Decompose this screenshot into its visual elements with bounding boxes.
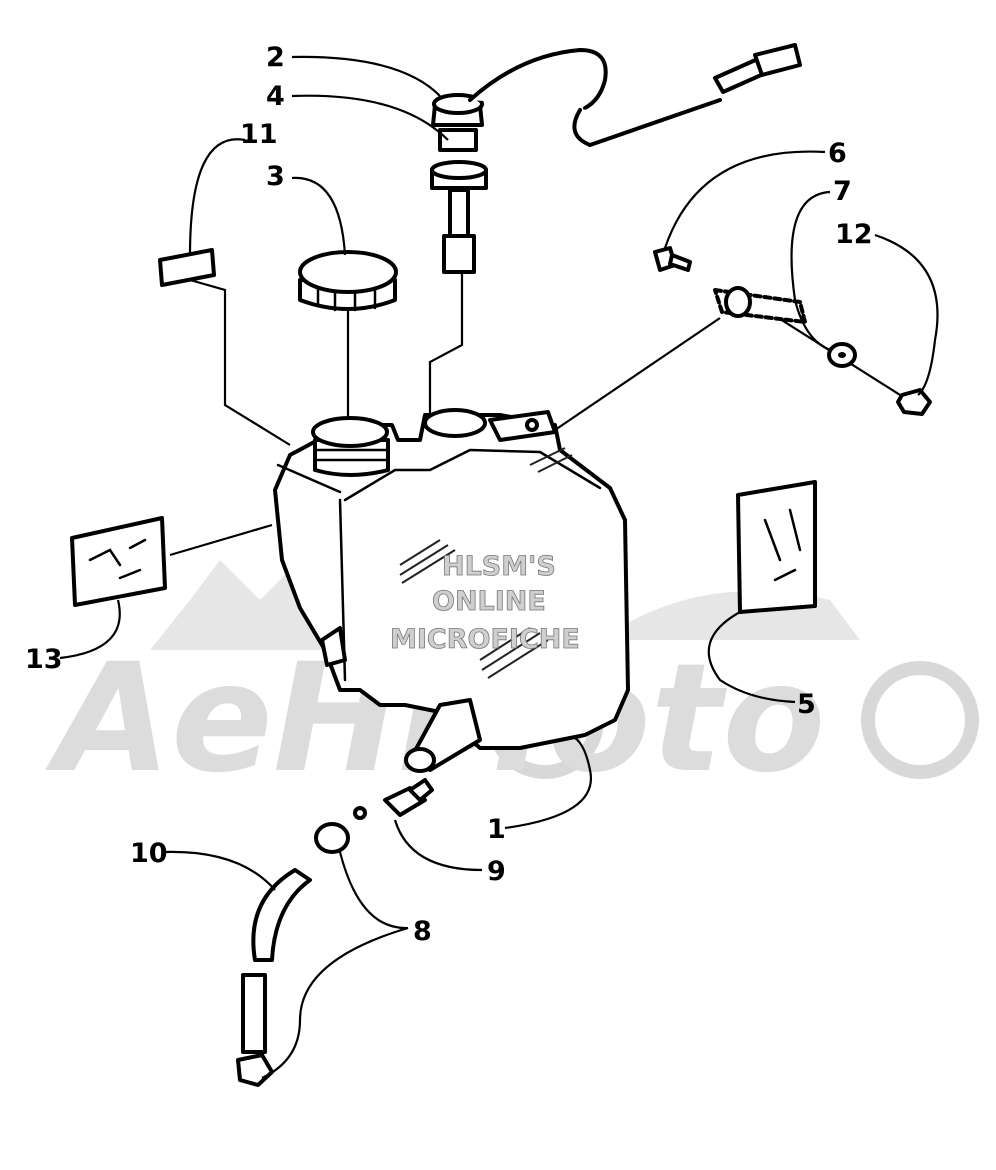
bolt-shank [668,253,692,272]
hose-10 [251,868,312,962]
cap-top [298,250,398,294]
outlet-opening [404,747,436,773]
clamp-lower [236,1053,274,1087]
decal-13-lines [88,538,147,580]
leader-5 [707,611,796,704]
callout-2: 2 [266,42,285,73]
tank-tab [320,626,347,667]
callout-6: 6 [828,138,847,169]
callout-7: 7 [833,176,852,207]
watermark-wheel [861,661,979,779]
leader-7 [790,190,831,352]
tank-top-edge [343,448,602,502]
callout-5: 5 [797,689,816,720]
leader-10 [164,850,276,891]
level-sensor [430,43,802,274]
callout-13: 13 [25,644,63,675]
watermark-castle [150,560,330,650]
filler-opening [311,416,389,448]
leader-12 [874,233,939,396]
leader-11 [188,138,246,256]
leader-6 [663,150,826,249]
fitting-tip [353,806,367,820]
wire-connector [753,43,802,77]
callout-labels: 2 4 11 3 6 7 12 5 13 1 9 10 8 [25,42,873,947]
callout-4: 4 [266,81,285,112]
callout-leaders [59,55,939,1079]
decal-5-lines [763,508,802,582]
tank-bracket [488,410,557,442]
sensor-port [423,408,487,438]
watermark-line-1: HLSM'S [442,551,556,582]
sensor-leader [428,272,464,415]
filler-cap [298,250,398,312]
filler-neck [313,438,390,477]
sensor-stem [448,188,470,238]
label-11-decal [158,248,216,287]
clamp-upper [314,822,350,854]
tank-hatching [399,447,573,679]
grommet-top [430,160,488,180]
leader-9 [393,819,483,872]
leader-4 [291,94,449,141]
callout-9: 9 [487,856,506,887]
callout-1: 1 [487,814,506,845]
fitting-thread [408,778,434,802]
bracket-hole [525,418,539,432]
nut-12 [896,388,932,416]
leader-8b [261,926,409,1079]
label-11-leader [189,278,291,446]
leader-2 [291,55,441,97]
callout-12: 12 [835,219,873,250]
outlet-fitting [353,778,434,820]
sensor-wire [468,48,608,110]
sensor-float [442,234,476,274]
callout-8: 8 [413,916,432,947]
watermark-line-3: MICROFICHE [390,624,580,655]
watermark-line-2: ONLINE [432,586,546,617]
bracket-bushing [724,286,752,318]
sensor-body [438,128,478,152]
wire-lead [572,98,722,147]
callout-11: 11 [240,119,278,150]
decal-5 [736,480,817,614]
callout-3: 3 [266,161,285,192]
leader-13 [59,599,121,660]
bracket-leader [554,317,721,431]
hose-lower-section [241,973,267,1054]
oil-tank: HLSM'S ONLINE MICROFICHE [273,408,630,773]
hose-assembly [236,822,350,1087]
decal-5-front [736,480,817,614]
decal-13 [70,516,167,607]
leader-8a [338,851,409,930]
leader-1 [504,737,593,830]
tank-side-edge [276,463,342,494]
mounting-hardware [653,246,932,416]
callout-10: 10 [130,838,168,869]
washer-hole [838,352,846,358]
label-13-leader [169,523,273,557]
leader-3 [291,176,347,256]
